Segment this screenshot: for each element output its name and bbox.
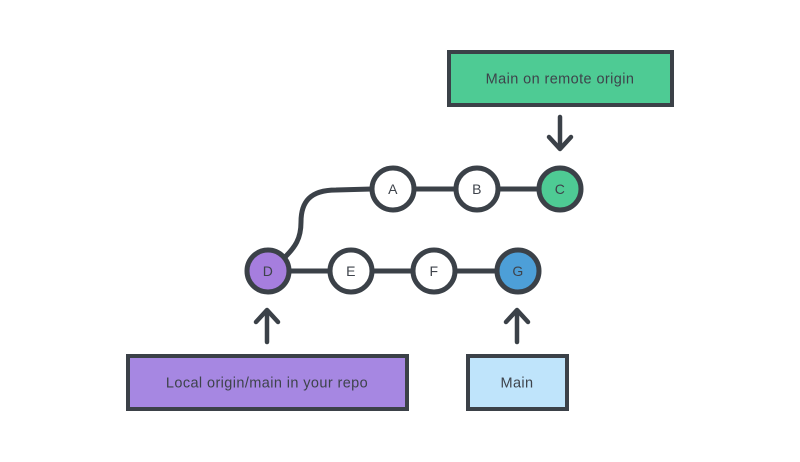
remote-main-box-label: Main on remote origin — [486, 72, 635, 88]
main-box — [466, 354, 569, 411]
commit-label-b: B — [472, 181, 482, 197]
commit-node-g — [494, 247, 542, 295]
commit-label-d: D — [263, 263, 274, 279]
main-box-label: Main — [500, 376, 533, 392]
branch-connectors — [280, 186, 544, 274]
local-main-box-label: Local origin/main in your repo — [166, 376, 368, 392]
commit-node-c — [536, 165, 584, 213]
commit-node-d — [244, 247, 292, 295]
commit-node-a — [369, 165, 417, 213]
local-main-box — [126, 354, 409, 411]
commit-nodes — [244, 165, 584, 295]
branch-curve — [280, 186, 373, 262]
commit-label-c: C — [555, 181, 566, 197]
pointer-arrows — [253, 114, 574, 345]
arrow-up-icon-main — [503, 307, 531, 345]
commit-label-e: E — [346, 263, 356, 279]
label-boxes — [126, 50, 674, 411]
commit-label-g: G — [512, 263, 523, 279]
box-labels: Main on remote origin Local origin/main … — [166, 72, 634, 392]
commit-node-b — [453, 165, 501, 213]
commit-labels: A B C D E F G — [263, 181, 566, 279]
remote-main-box — [447, 50, 674, 107]
commit-node-e — [327, 247, 375, 295]
arrow-up-icon-local — [253, 307, 281, 345]
arrow-down-icon — [546, 114, 574, 152]
commit-node-f — [410, 247, 458, 295]
commit-label-a: A — [388, 181, 398, 197]
commit-label-f: F — [430, 263, 439, 279]
